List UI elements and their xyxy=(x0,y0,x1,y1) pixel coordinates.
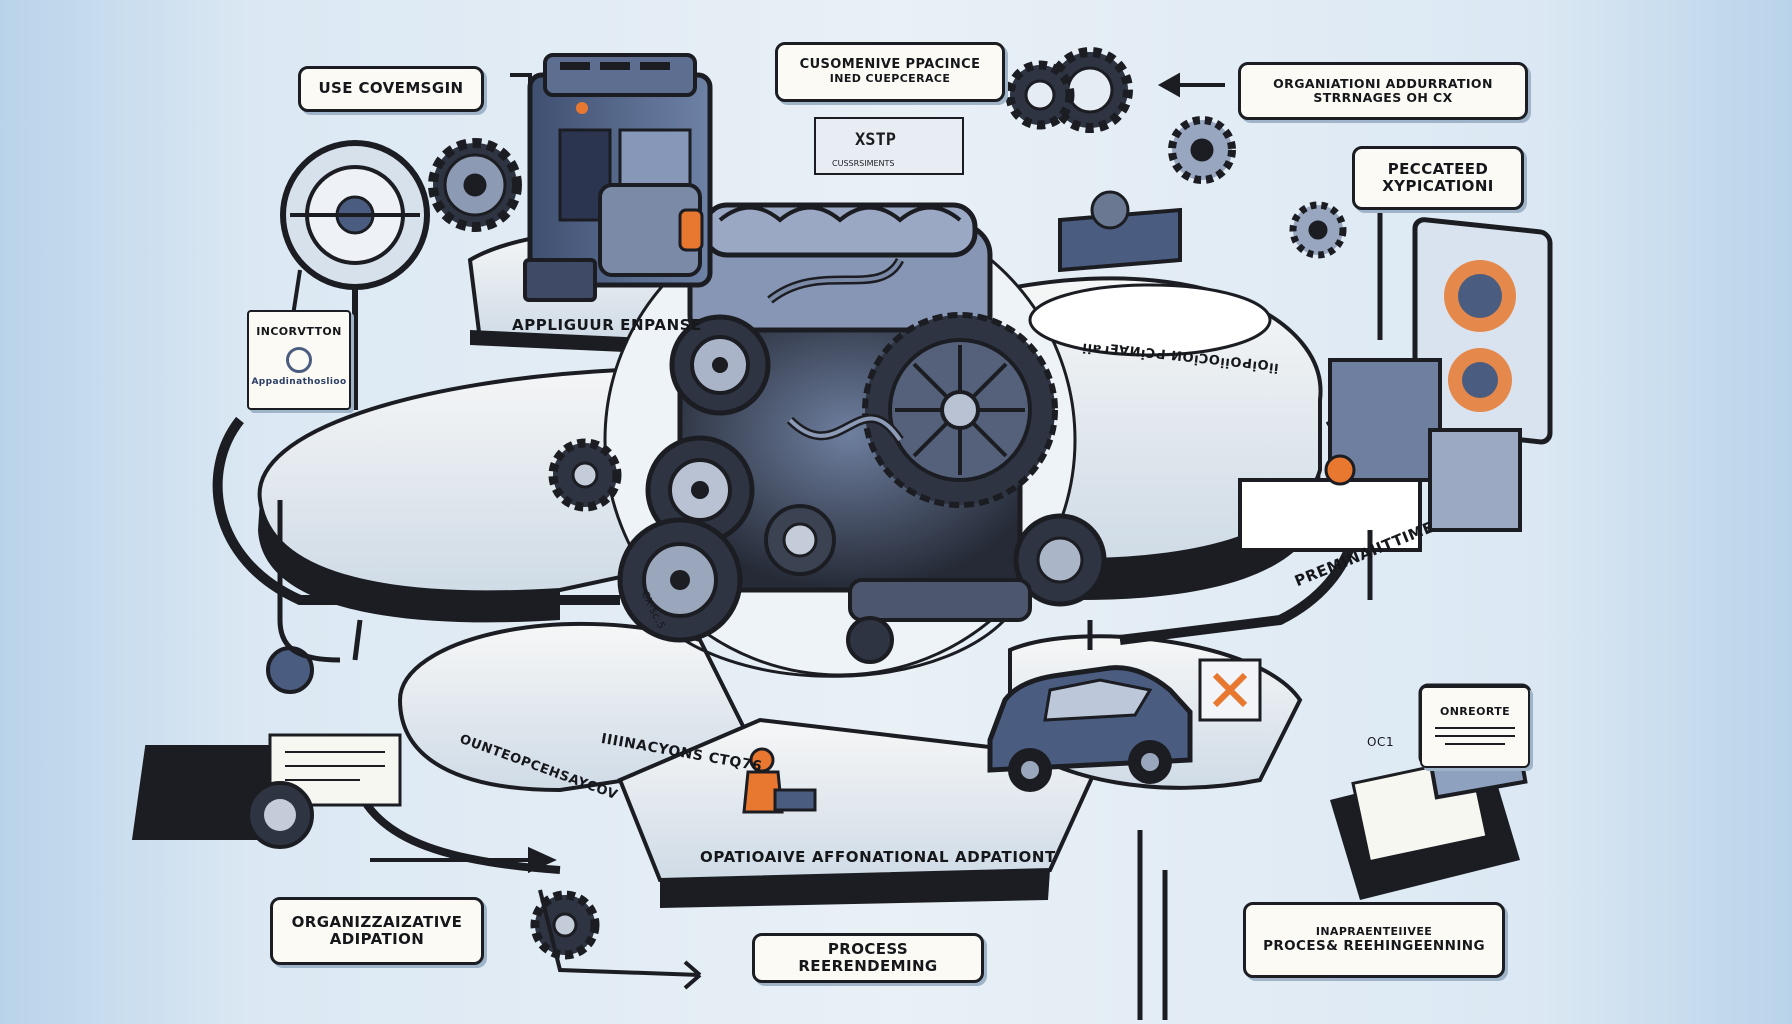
dial-machine xyxy=(278,140,430,410)
incorvtion-subtitle: Appadinathoslioo xyxy=(251,376,347,387)
gear-icon xyxy=(1168,116,1347,259)
xstp-plaque: XSTP CUSSRSIMENTS xyxy=(814,117,964,175)
label-use-conversion: USE COVEMSGIN xyxy=(298,66,484,112)
use-conversion-text: USE COVEMSGIN xyxy=(318,79,464,98)
label-customer-practice: CUSOMENIVE PPACINCE INED CUEPCERACE xyxy=(775,42,1005,102)
customer-practice-line1: CUSOMENIVE PPACINCE xyxy=(799,57,981,73)
operative-adaptation-label: OPATIOAIVE AFFONATIONAL ADPATIONT xyxy=(700,848,1056,866)
document-icon xyxy=(131,646,402,849)
connector-pipes xyxy=(277,180,1383,1020)
onrecorte-line-1 xyxy=(1435,726,1515,729)
gear-icon xyxy=(428,138,522,232)
laptop-icon xyxy=(1330,683,1532,900)
customer-practice-line2: INED CUEPCERACE xyxy=(829,72,951,86)
label-organization-adurration: ORGANIATIONI ADDURRATION STRRNAGES OH CX xyxy=(1238,62,1528,120)
xstp-subtitle: CUSSRSIMENTS xyxy=(832,159,895,168)
onrecorte-line-3 xyxy=(1445,742,1505,745)
organization-line1: ORGANIATIONI ADDURRATION xyxy=(1273,75,1493,91)
worker-figure xyxy=(742,747,817,814)
onrecorte-text: ONREORTE xyxy=(1439,705,1511,718)
incorvtion-text: INCORVTTON xyxy=(256,325,342,338)
org-adaptation-line2: ADIPATION xyxy=(329,930,425,948)
engine-icon xyxy=(617,202,1107,664)
monitor-icon xyxy=(1238,217,1553,552)
pecated-line1: PECCATEED xyxy=(1387,159,1489,178)
gear-icon xyxy=(1005,47,1133,133)
label-process-reengineering: PROCESS REERENDEMING xyxy=(752,933,984,983)
label-inapparentive-process: INAPRAENTEIIVEE PROCES& REEHINGEENNING xyxy=(1243,902,1505,978)
organization-line2: STRRNAGES OH CX xyxy=(1313,90,1453,105)
label-incorvtion: INCORVTTON Appadinathoslioo xyxy=(247,310,351,410)
arrow-icon xyxy=(370,72,1225,990)
label-onrecorte: ONREORTE xyxy=(1420,686,1530,768)
xstp-title: XSTP xyxy=(855,130,896,150)
pecated-line2: XYPICATIONI xyxy=(1382,177,1494,195)
gear-icon xyxy=(530,438,622,960)
workbench xyxy=(1028,190,1272,357)
process-reengineering-text: PROCESS REERENDEMING xyxy=(798,939,938,975)
org-adaptation-line1: ORGANIZZAIZATIVE xyxy=(291,912,463,931)
appliguur-label: APPLIGUUR ENPANSE xyxy=(512,316,703,334)
inapparentive-line2: PROCES& REEHINGEENNING xyxy=(1263,937,1485,954)
oc1-label: OC1 xyxy=(1367,735,1395,749)
inapparentive-line1: INAPRAENTEIIVEE xyxy=(1315,924,1433,938)
onrecorte-line-2 xyxy=(1435,734,1515,737)
server-icon xyxy=(523,53,713,302)
label-pecated: PECCATEED XYPICATIONI xyxy=(1352,146,1524,210)
label-organizational-adaptation: ORGANIZZAIZATIVE ADIPATION xyxy=(270,897,484,965)
incorvtion-logo-icon xyxy=(286,346,312,373)
car-icon xyxy=(987,658,1262,792)
